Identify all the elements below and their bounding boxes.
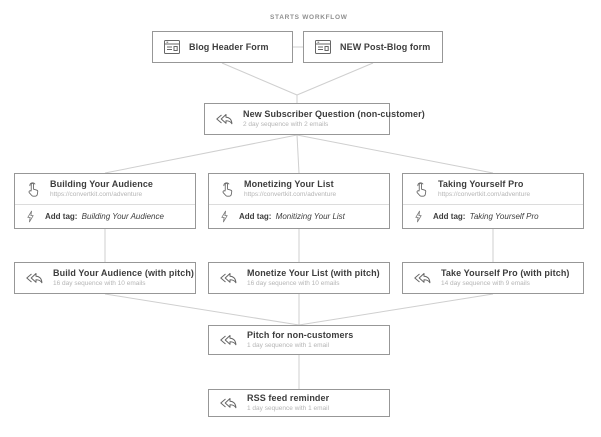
node-title: Taking Yourself Pro bbox=[438, 179, 524, 190]
node-subtitle: 16 day sequence with 10 emails bbox=[53, 280, 146, 288]
node-title: Pitch for non-customers bbox=[247, 329, 354, 340]
node-monetize-your-list-sequence[interactable]: Monetize Your List (with pitch) 16 day s… bbox=[208, 262, 390, 294]
node-taking-yourself-pro[interactable]: Taking Yourself Pro https://convertkit.c… bbox=[402, 173, 584, 229]
node-subtitle: 14 day sequence with 9 emails bbox=[441, 280, 530, 288]
sequence-icon bbox=[219, 396, 237, 410]
link-trigger-section: Taking Yourself Pro https://convertkit.c… bbox=[403, 174, 583, 204]
node-pitch-for-non-customers[interactable]: Pitch for non-customers 1 day sequence w… bbox=[208, 325, 390, 355]
node-url: https://convertkit.com/adventure bbox=[50, 191, 143, 199]
node-build-your-audience-sequence[interactable]: Build Your Audience (with pitch) 16 day … bbox=[14, 262, 196, 294]
node-rss-feed-reminder[interactable]: RSS feed reminder 1 day sequence with 1 … bbox=[208, 389, 390, 417]
tag-name: Monitizing Your List bbox=[275, 212, 345, 222]
click-pointer-icon bbox=[414, 181, 428, 198]
node-take-yourself-pro-sequence[interactable]: Take Yourself Pro (with pitch) 14 day se… bbox=[402, 262, 584, 294]
sequence-icon bbox=[25, 271, 43, 285]
add-tag-action: Add tag: Monitizing Your List bbox=[209, 204, 389, 228]
node-title: RSS feed reminder bbox=[247, 392, 330, 403]
node-title: Building Your Audience bbox=[50, 179, 154, 190]
node-subtitle: 1 day sequence with 1 email bbox=[247, 342, 330, 350]
sequence-icon bbox=[413, 271, 431, 285]
node-blog-header-form[interactable]: Blog Header Form bbox=[152, 31, 293, 63]
node-subtitle: 2 day sequence with 2 emails bbox=[243, 121, 329, 129]
node-subtitle: 1 day sequence with 1 email bbox=[247, 405, 330, 413]
tag-name: Taking Yourself Pro bbox=[469, 212, 539, 222]
add-tag-action: Add tag: Building Your Audience bbox=[15, 204, 195, 228]
node-url: https://convertkit.com/adventure bbox=[244, 191, 337, 199]
click-pointer-icon bbox=[220, 181, 234, 198]
lightning-icon bbox=[220, 210, 229, 223]
sequence-icon bbox=[215, 112, 233, 126]
form-icon bbox=[315, 40, 331, 54]
add-tag-label: Add tag: bbox=[433, 212, 466, 222]
node-title: NEW Post-Blog form bbox=[340, 42, 431, 52]
node-new-subscriber-question[interactable]: New Subscriber Question (non-customer) 2… bbox=[204, 103, 425, 135]
click-pointer-icon bbox=[26, 181, 40, 198]
lightning-icon bbox=[414, 210, 423, 223]
link-trigger-section: Building Your Audience https://convertki… bbox=[15, 174, 195, 204]
add-tag-action: Add tag: Taking Yourself Pro bbox=[403, 204, 583, 228]
node-subtitle: 16 day sequence with 10 emails bbox=[247, 280, 340, 288]
node-title: Take Yourself Pro (with pitch) bbox=[441, 267, 570, 278]
form-icon bbox=[164, 40, 180, 54]
node-title: Blog Header Form bbox=[189, 42, 269, 52]
add-tag-label: Add tag: bbox=[45, 212, 78, 222]
tag-name: Building Your Audience bbox=[81, 212, 164, 222]
node-title: Monetize Your List (with pitch) bbox=[247, 267, 380, 278]
node-title: Build Your Audience (with pitch) bbox=[53, 267, 195, 278]
node-title: New Subscriber Question (non-customer) bbox=[243, 108, 425, 119]
starts-workflow-label: STARTS WORKFLOW bbox=[270, 14, 348, 21]
sequence-icon bbox=[219, 271, 237, 285]
node-url: https://convertkit.com/adventure bbox=[438, 191, 531, 199]
lightning-icon bbox=[26, 210, 35, 223]
node-monetizing-your-list[interactable]: Monetizing Your List https://convertkit.… bbox=[208, 173, 390, 229]
node-title: Monetizing Your List bbox=[244, 179, 334, 190]
sequence-icon bbox=[219, 333, 237, 347]
node-building-your-audience[interactable]: Building Your Audience https://convertki… bbox=[14, 173, 196, 229]
link-trigger-section: Monetizing Your List https://convertkit.… bbox=[209, 174, 389, 204]
node-new-post-blog-form[interactable]: NEW Post-Blog form bbox=[303, 31, 443, 63]
add-tag-label: Add tag: bbox=[239, 212, 272, 222]
